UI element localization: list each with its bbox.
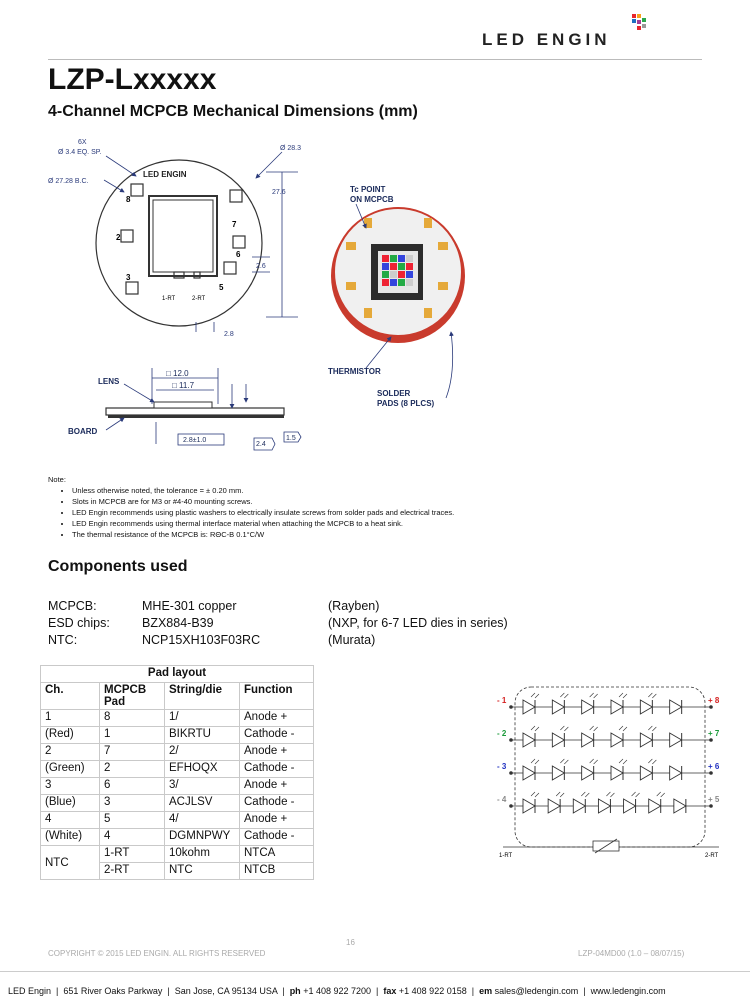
pin-label-left: - 1 [497,696,507,705]
svg-text:THERMISTOR: THERMISTOR [328,367,381,376]
top-view-board [95,159,263,327]
svg-text:□ 11.7: □ 11.7 [172,381,195,390]
svg-text:2.4: 2.4 [256,441,266,448]
svg-text:2.8: 2.8 [224,331,234,338]
diode-string-4: - 4 + 5 [497,791,720,814]
header-rule [48,59,702,60]
svg-text:Ø 27.28 B.C.: Ø 27.28 B.C. [48,178,89,185]
page-number: 16 [346,938,355,947]
table-header: MCPCB Pad [99,682,165,710]
pin-label-left: - 2 [497,729,507,738]
email-link[interactable]: sales@ledengin.com [494,986,579,996]
diode-string-3: - 3 + 6 [497,758,720,781]
table-header: String/die [164,682,240,710]
copyright: COPYRIGHT © 2015 LED ENGIN. ALL RIGHTS R… [48,949,266,958]
contact-line: LED Engin | 651 River Oaks Parkway | San… [8,986,666,996]
component-value: NCP15XH103F03RC [142,633,261,647]
logo-squares-icon [632,14,646,30]
svg-text:PADS (8 PLCS): PADS (8 PLCS) [377,399,435,408]
component-value: MHE-301 copper [142,599,237,613]
note-item: LED Engin recommends using thermal inter… [72,518,648,529]
pin-label-right: + 5 [708,795,720,804]
svg-text:7: 7 [232,220,237,229]
mechanical-drawing: LED ENGIN 8 2 3 7 6 5 1-RT 2-RT 6X Ø 3.4… [48,139,465,451]
pin-label-right: + 7 [708,729,720,738]
svg-text:ON MCPCB: ON MCPCB [350,195,394,204]
svg-text:2.6: 2.6 [256,263,266,270]
note-item: LED Engin recommends using plastic washe… [72,507,648,518]
svg-text:2-RT: 2-RT [192,296,206,302]
svg-text:5: 5 [219,283,224,292]
svg-text:Ø 3.4 EQ. SP.: Ø 3.4 EQ. SP. [58,149,102,156]
svg-text:2.8±1.0: 2.8±1.0 [183,437,206,444]
side-view [105,401,285,418]
led-engin-logo [632,14,646,30]
svg-text:8: 8 [126,195,131,204]
svg-text:Tc POINT: Tc POINT [350,185,386,194]
note-item: Unless otherwise noted, the tolerance = … [72,485,648,496]
component-note: (Rayben) [328,599,380,613]
component-label: NTC: [48,633,78,647]
pcb-logo-label: LED ENGIN [143,170,187,179]
svg-text:27.6: 27.6 [272,189,286,196]
components-labels: MCPCB: ESD chips: NTC: [48,598,110,649]
notes-block: Note: Unless otherwise noted, the tolera… [48,474,648,540]
component-note: (NXP, for 6-7 LED dies in series) [328,616,508,630]
page-title: LZP-Lxxxxx [48,63,217,96]
circuit-schematic: - 1 + 8 - 2 + 7 - 3 + 6 - 4 + 5 1-RT 2-RT [497,686,720,859]
svg-text:1-RT: 1-RT [162,296,176,302]
table-header: Function [239,682,314,710]
table-title: Pad layout [40,665,314,683]
pin-label-left: - 3 [497,762,507,771]
diode-string-1: - 1 + 8 [497,692,720,715]
website-link[interactable]: www.ledengin.com [590,986,666,996]
doc-id: LZP-04MD00 (1.0 – 08/07/15) [578,949,685,958]
pad-layout-table: Pad layout Ch. MCPCB Pad String/die Func… [40,665,314,880]
svg-text:1.5: 1.5 [286,435,296,442]
pin-label-right: + 6 [708,762,720,771]
svg-text:□ 12.0: □ 12.0 [166,369,189,378]
svg-text:LENS: LENS [98,377,120,386]
component-label: ESD chips: [48,616,110,630]
pin-label-right: + 8 [708,696,720,705]
rt-left-label: 1-RT [499,853,513,859]
svg-text:6X: 6X [78,139,87,146]
table-header: Ch. [40,682,100,710]
notes-heading: Note: [48,475,66,484]
svg-text:Ø 28.3: Ø 28.3 [280,145,301,152]
components-values: MHE-301 copper BZX884-B39 NCP15XH103F03R… [142,598,260,649]
board-3d-render [331,207,465,343]
svg-text:3: 3 [126,273,131,282]
svg-text:6: 6 [236,250,241,259]
rt-right-label: 2-RT [705,853,719,859]
component-value: BZX884-B39 [142,616,214,630]
page-subtitle: 4-Channel MCPCB Mechanical Dimensions (m… [48,103,418,120]
footer-rule [0,971,750,972]
svg-text:SOLDER: SOLDER [377,389,411,398]
svg-text:2: 2 [116,233,121,242]
svg-text:BOARD: BOARD [68,427,98,436]
components-heading: Components used [48,558,188,575]
logo-text: LED ENGIN [482,30,611,49]
components-notes: (Rayben) (NXP, for 6-7 LED dies in serie… [328,598,508,649]
component-note: (Murata) [328,633,376,647]
note-item: The thermal resistance of the MCPCB is: … [72,529,648,540]
component-label: MCPCB: [48,599,97,613]
pin-label-left: - 4 [497,795,507,804]
note-item: Slots in MCPCB are for M3 or #4-40 mount… [72,496,648,507]
diode-string-2: - 2 + 7 [497,725,720,748]
